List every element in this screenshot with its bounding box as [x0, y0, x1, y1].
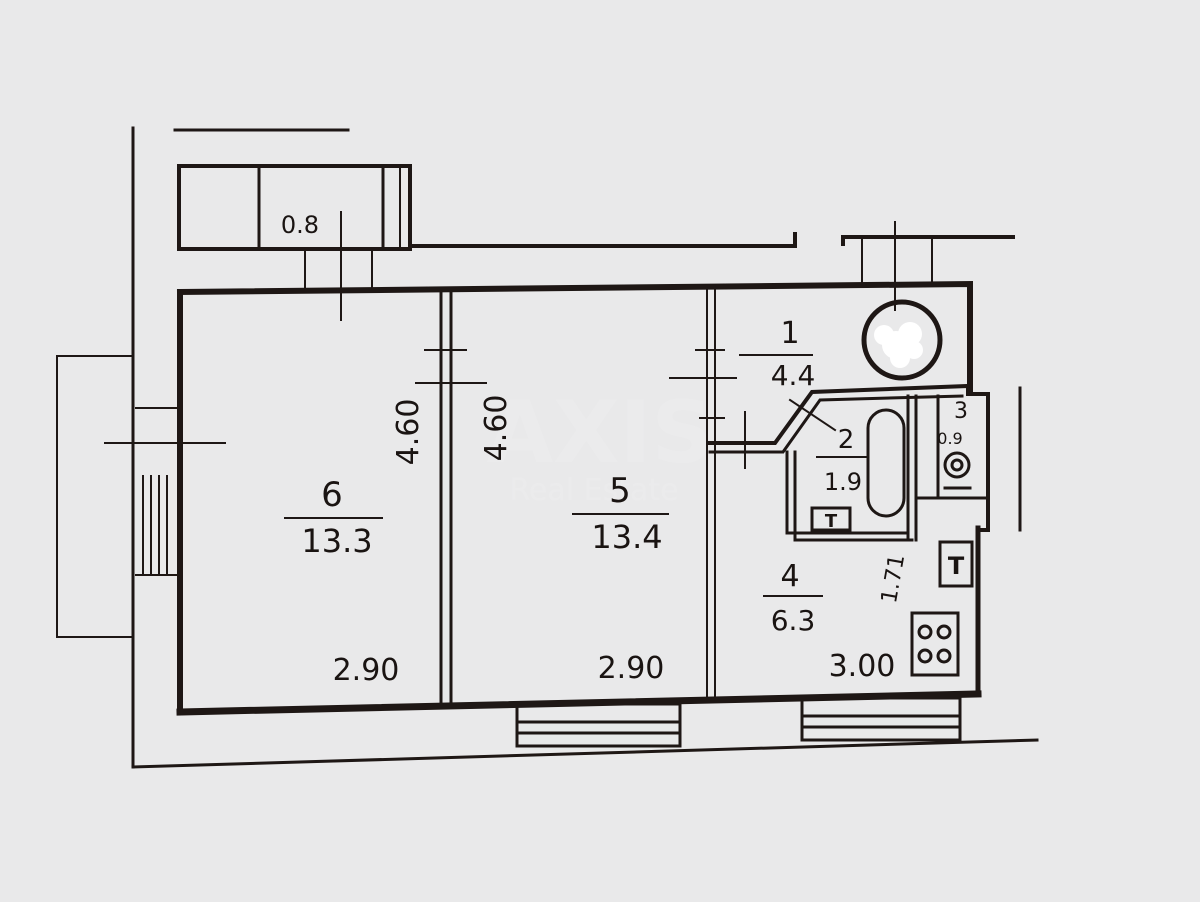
room-6-number: 6 [321, 475, 343, 515]
room-5-width: 2.90 [598, 651, 665, 686]
bathtub [866, 408, 906, 518]
room-6-area: 13.3 [301, 522, 372, 560]
kitchen-stove [910, 611, 960, 677]
room-2-number: 2 [838, 425, 855, 455]
balcony [177, 164, 412, 321]
kitchen-side-dimension: 1.71 [877, 553, 910, 606]
side-block [56, 355, 226, 638]
room-4-number: 4 [780, 559, 799, 594]
room-6-height: 4.60 [391, 399, 426, 466]
watermark-subtitle: Real Estate [509, 473, 678, 508]
bathroom-sink [810, 506, 852, 532]
windows [515, 696, 962, 748]
room-1-number: 1 [780, 316, 799, 351]
fraction-bars [284, 354, 869, 597]
room-4-area: 6.3 [771, 604, 816, 637]
kitchen-cabinet-tag: T [948, 552, 965, 580]
redaction-blot [874, 322, 923, 368]
kitchen-width: 3.00 [829, 649, 896, 684]
room-3-number: 3 [954, 399, 968, 424]
round-stove [861, 299, 943, 381]
room-1-area: 4.4 [771, 359, 816, 392]
labels: 0.8 6 13.3 5 13.4 1 4.4 2 1.9 3 0.9 4 6.… [281, 211, 968, 688]
bathroom-walls [708, 383, 990, 542]
toilet [943, 451, 972, 490]
watermark-brand: AXIS [487, 383, 714, 483]
toilet-tag: T [825, 511, 838, 532]
room-5-height: 4.60 [479, 395, 514, 462]
top-wall [408, 232, 1015, 248]
room-5-number: 5 [609, 471, 631, 511]
room-3-area: 0.9 [937, 429, 962, 448]
partitions [415, 287, 811, 709]
room-6-width: 2.90 [333, 653, 400, 688]
vent-block [861, 221, 933, 311]
balcony-area: 0.8 [281, 211, 319, 239]
watermark: AXIS Real Estate [487, 383, 714, 508]
room-5-area: 13.4 [591, 518, 662, 556]
room-2-area: 1.9 [824, 468, 862, 496]
kitchen-cabinet [938, 540, 974, 588]
building-walls [131, 126, 1039, 769]
